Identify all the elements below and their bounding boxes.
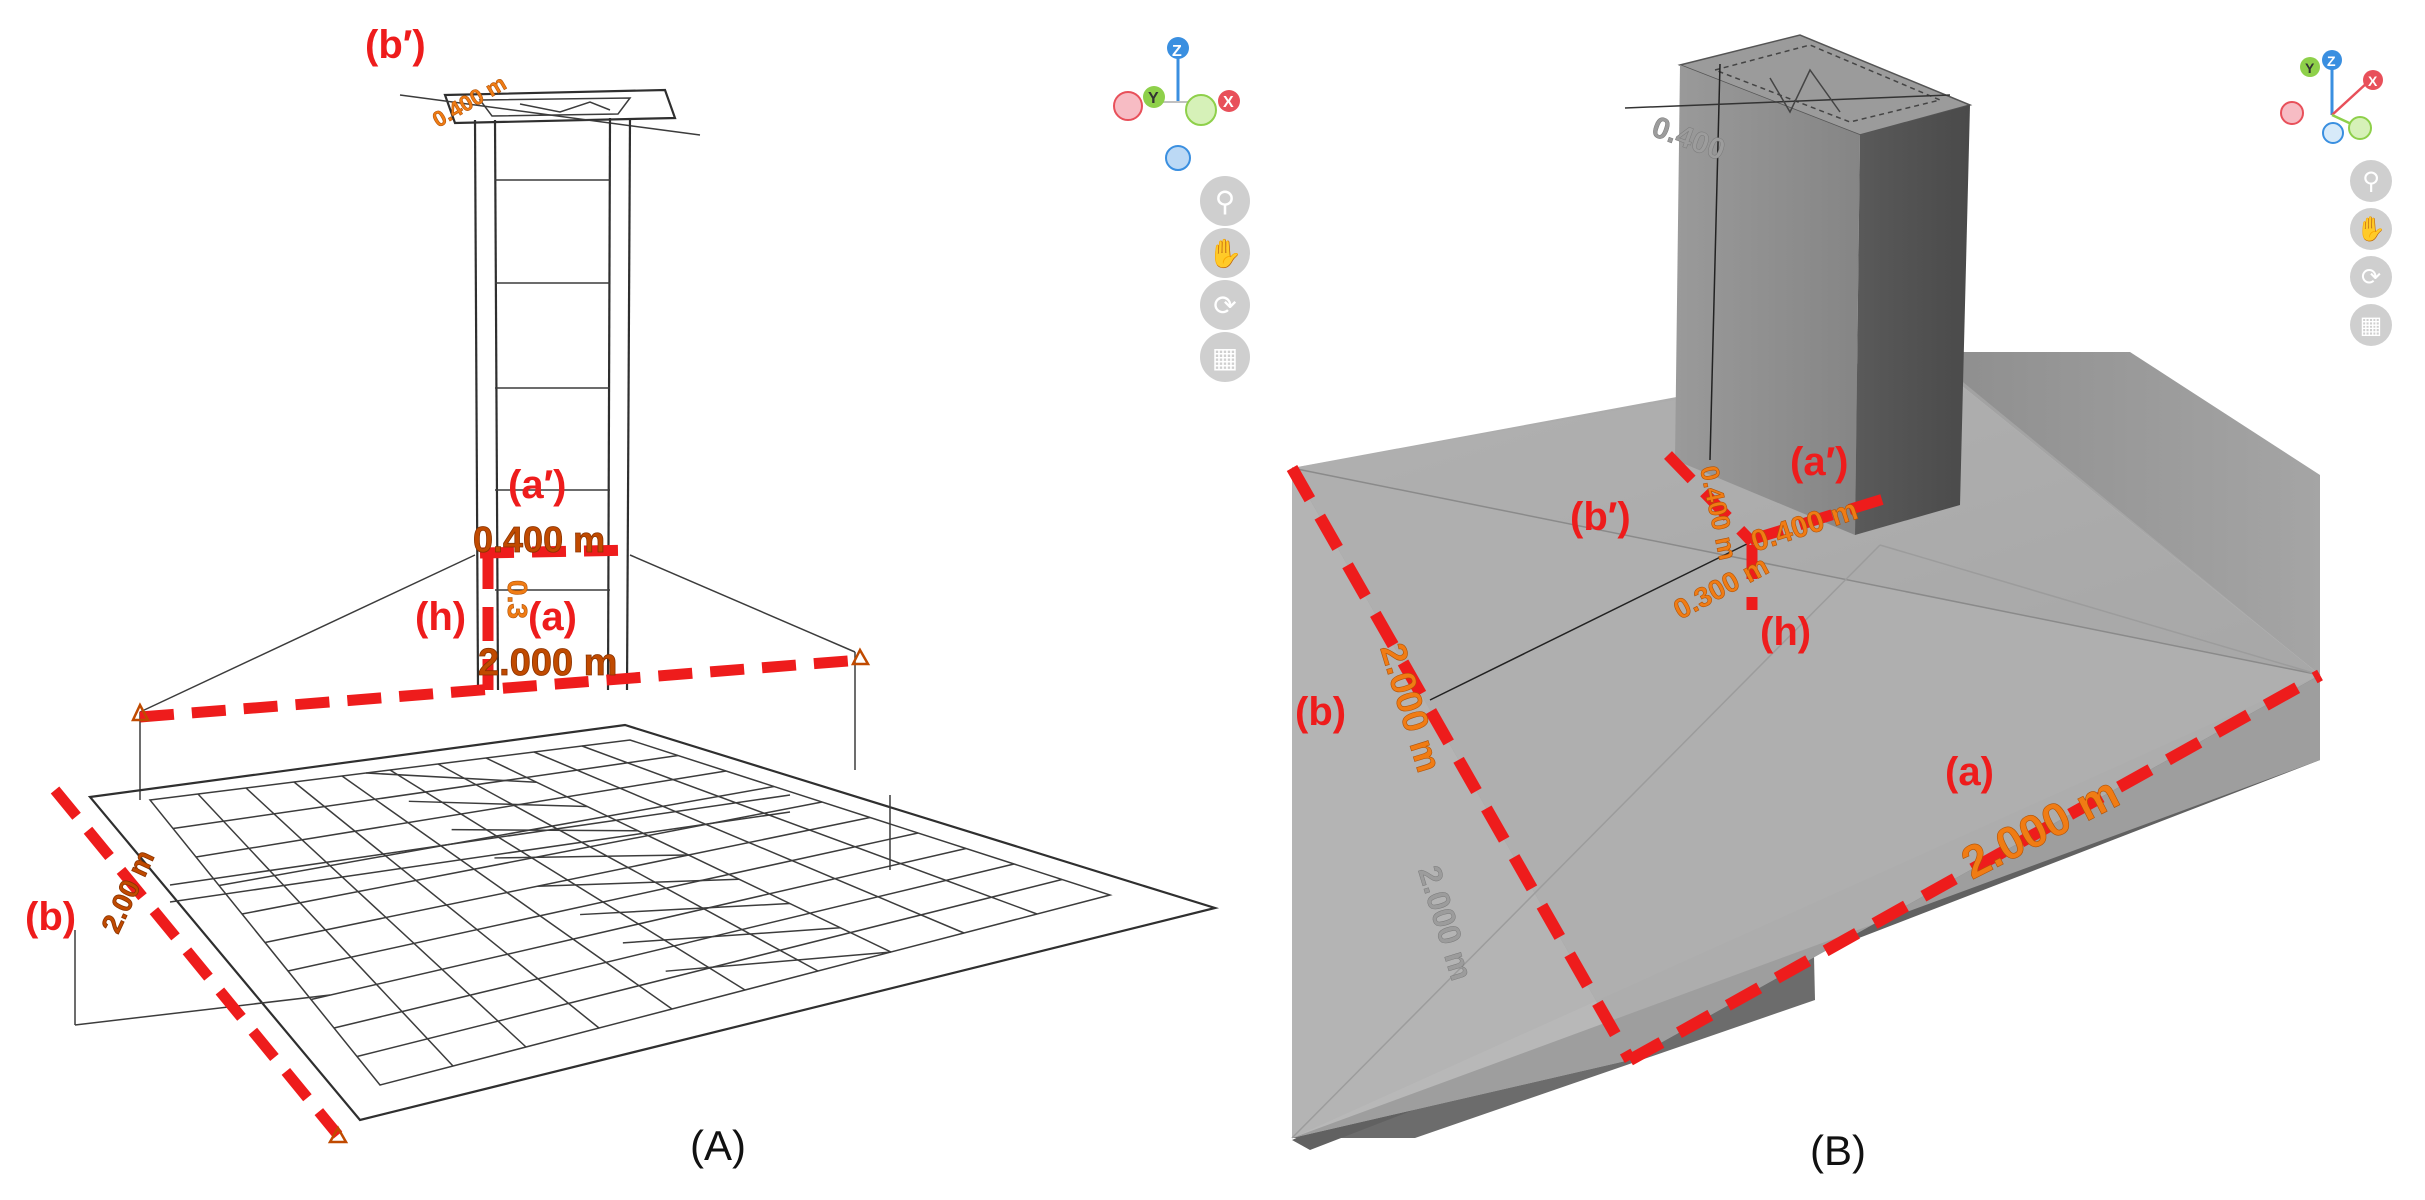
- column-solid: [1624, 34, 1973, 535]
- rebar-diagonal: [665, 951, 892, 972]
- orbit-camera-icon[interactable]: ⟳: [2350, 256, 2392, 298]
- label-a-prime: (a′): [508, 463, 566, 507]
- red-line-a: [139, 654, 861, 723]
- grid-line: [581, 745, 1038, 915]
- dim-a-prime: 0.400 m: [473, 519, 605, 560]
- rebar-diagonal: [494, 854, 689, 859]
- rebar-diagonal: [408, 800, 588, 808]
- red-line-b-solid: [1286, 465, 1636, 1063]
- label-a-prime-solid: (a′): [1790, 440, 1848, 484]
- panel-b-solid: 0.400 2.000 m 2.000 m 2.000 m 0.400 m 0.…: [1250, 0, 2425, 1200]
- column-top-cap: [399, 88, 701, 136]
- label-b-prime-solid: (b′): [1570, 495, 1631, 539]
- zoom-icon[interactable]: ⚲: [2350, 160, 2392, 202]
- grid-line: [264, 816, 871, 944]
- footing-slope-lines: [139, 554, 856, 800]
- rebar-diagonal: [622, 927, 841, 944]
- red-line-a-solid: [1627, 669, 2323, 1066]
- label-a: (a): [528, 595, 577, 639]
- grid-line: [533, 751, 965, 934]
- axis-label-y: Y: [1148, 90, 1159, 107]
- dim-a: 2.000 m: [478, 642, 617, 684]
- caption-a: (A): [690, 1122, 746, 1169]
- panel-a-wireframe: 0.400 m 2.000 m 0.3 2.00 m 0.400 m (b′) …: [25, 23, 1250, 1169]
- axis-gizmo-b[interactable]: Y Z X: [2280, 50, 2383, 144]
- label-b: (b): [25, 895, 76, 939]
- red-line-b-prime-solid: [1664, 451, 1756, 546]
- axis-label-x: X: [1223, 94, 1234, 111]
- label-b-prime: (b′): [365, 23, 426, 67]
- axis-gizmo-a[interactable]: Z Y X: [1113, 37, 1240, 171]
- red-dimension-lines-b: [1286, 451, 2323, 1066]
- caption-b: (B): [1810, 1127, 1866, 1174]
- grid-line: [287, 832, 919, 972]
- axis-label-x-b: X: [2368, 73, 2378, 89]
- grid-view-icon[interactable]: ▦: [1200, 332, 1250, 382]
- label-h: (h): [415, 595, 466, 639]
- pan-hand-icon[interactable]: ✋: [2350, 208, 2392, 250]
- rebar-diagonal: [365, 772, 537, 783]
- red-line-a-prime: [479, 544, 636, 559]
- label-h-solid: (h): [1760, 610, 1811, 654]
- red-line-a-prime-solid: [1748, 491, 1892, 546]
- grid-line: [310, 847, 967, 1001]
- base-grid: [74, 723, 1220, 1122]
- rebar-diagonal: [580, 902, 790, 916]
- label-b-solid: (b): [1295, 690, 1346, 734]
- red-dimension-lines: [50, 544, 871, 1144]
- grid-line: [333, 863, 1015, 1029]
- label-a-solid: (a): [1945, 750, 1994, 794]
- rebar-diagonal: [537, 878, 740, 887]
- axis-label-z: Z: [1172, 43, 1182, 60]
- red-line-b: [50, 786, 343, 1139]
- orbit-camera-icon[interactable]: ⟳: [1200, 280, 1250, 330]
- grid-view-icon[interactable]: ▦: [2350, 304, 2392, 346]
- axis-label-y-b: Y: [2305, 60, 2315, 76]
- solid-drawing: 0.400 2.000 m 2.000 m 2.000 m 0.400 m 0.…: [1286, 34, 2383, 1174]
- column-wireframe: [473, 117, 632, 691]
- zoom-icon[interactable]: ⚲: [1200, 176, 1250, 226]
- dim-h: 0.3: [502, 580, 533, 619]
- wireframe-drawing: 0.400 m 2.000 m 0.3 2.00 m 0.400 m (b′) …: [25, 23, 1240, 1169]
- axis-label-z-b: Z: [2327, 53, 2336, 69]
- grid-line: [437, 763, 819, 972]
- pan-hand-icon[interactable]: ✋: [1200, 228, 1250, 278]
